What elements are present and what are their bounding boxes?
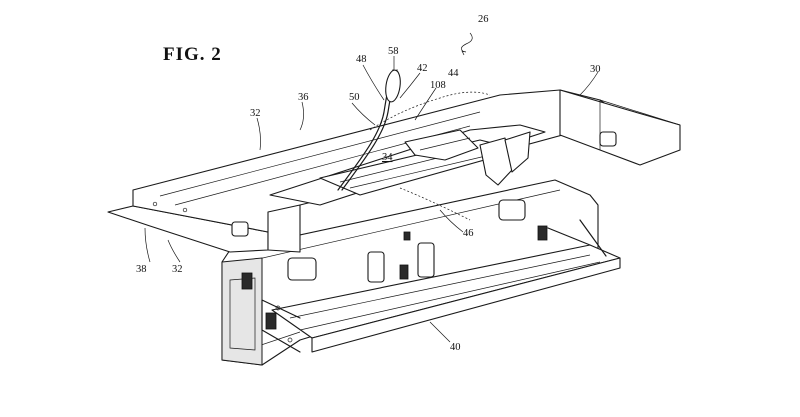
pocket-left: [287, 257, 317, 281]
leader-lines: [144, 32, 599, 343]
pocket-right: [498, 199, 526, 221]
ref-32-bottom: 32: [172, 264, 183, 275]
ref-50: 50: [349, 92, 360, 103]
ref-42: 42: [417, 63, 428, 74]
cable-lever: [337, 69, 401, 191]
ref-40: 40: [450, 342, 461, 353]
ref-32-top: 32: [250, 108, 261, 119]
ref-108: 108: [430, 80, 446, 91]
reference-numerals: 26 30 32 36 50 48 58 42 44 108 34 46 38 …: [136, 14, 601, 353]
step-panel: [261, 219, 621, 353]
ref-58: 58: [388, 46, 399, 57]
handle-left: [231, 221, 249, 237]
ref-38: 38: [136, 264, 147, 275]
ref-44: 44: [448, 68, 459, 79]
latch-mechanism: [319, 91, 531, 221]
ref-30: 30: [590, 64, 601, 75]
ref-26: 26: [478, 14, 489, 25]
figure-title: FIG. 2: [163, 44, 222, 65]
ref-36: 36: [298, 92, 309, 103]
ref-46: 46: [463, 228, 474, 239]
handle-right: [599, 131, 617, 147]
ref-48: 48: [356, 54, 367, 65]
ref-34: 34: [382, 152, 393, 163]
